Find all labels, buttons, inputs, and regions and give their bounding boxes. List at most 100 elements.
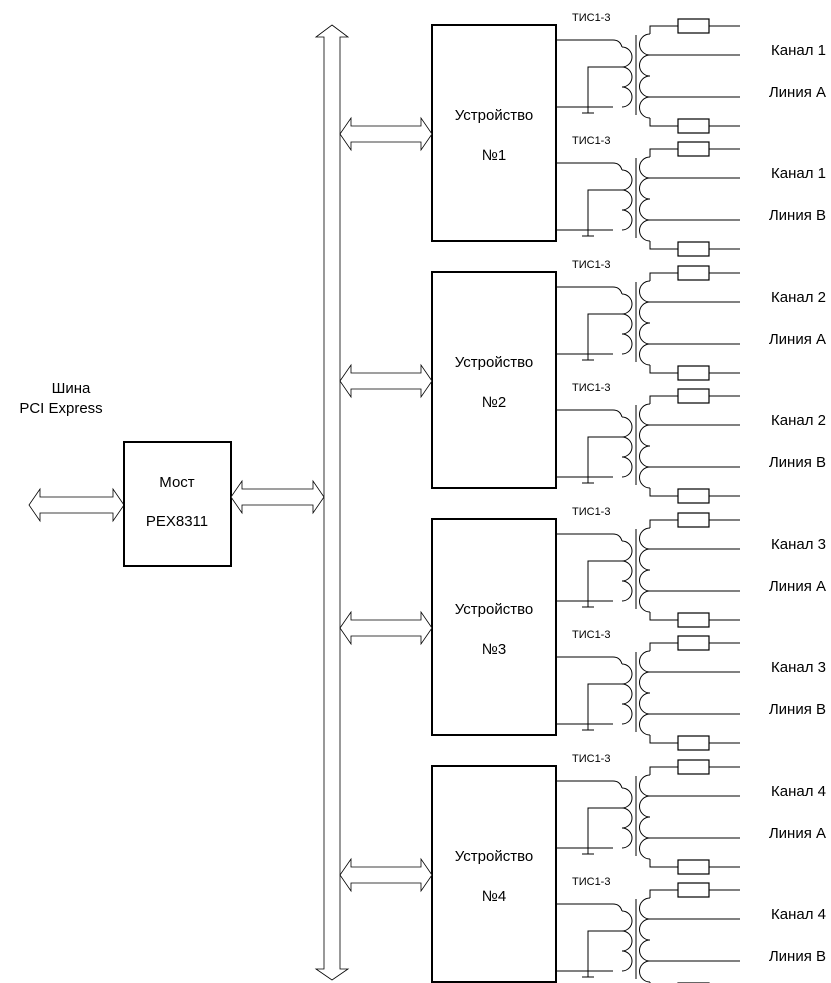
- device-1-transformer-2-type: ТИС1-3: [572, 135, 610, 147]
- device-2-transformer-2-resistor-top: [677, 388, 710, 404]
- device-3-transformer-1-resistor-bottom: [677, 612, 710, 628]
- device-2-transformer-1-wire-bend-top: [612, 286, 623, 295]
- device-1-transformer-2-secondary-coil: [639, 156, 651, 242]
- internal-bus: [314, 24, 350, 981]
- device-2-transformer-1-wire-res-bottom: [649, 365, 678, 374]
- device-4-block: [431, 765, 557, 983]
- device-2-transformer-2-center-tap: [587, 436, 622, 483]
- device-2-transformer-2-wire-res-bottom: [649, 488, 678, 497]
- device-1-transformer-2-primary-coil: [621, 169, 633, 231]
- device-1-transformer-1-primary-coil: [621, 46, 633, 108]
- device-1-transformer-1-type: ТИС1-3: [572, 12, 610, 24]
- device-1-bus-arrow: [339, 116, 433, 152]
- device-3-block: [431, 518, 557, 736]
- device-3-transformer-2-resistor-top: [677, 635, 710, 651]
- device-4-transformer-1-wire-res-top: [649, 766, 678, 775]
- device-4-transformer-2-wire-res-top: [649, 889, 678, 898]
- device-4-transformer-2-wire-bend-top: [612, 903, 623, 912]
- device-4-transformer-1-resistor-top: [677, 759, 710, 775]
- device-4-number: №4: [482, 888, 506, 905]
- device-3-transformer-1-resistor-top: [677, 512, 710, 528]
- device-3-transformer-2-wire-res-top: [649, 642, 678, 651]
- bus-label-line1: Шина: [52, 380, 91, 397]
- device-4-transformer-2-line-label: Линия В: [769, 948, 826, 965]
- device-1-transformer-2-wire-res-bottom: [649, 241, 678, 250]
- device-3-bus-arrow: [339, 610, 433, 646]
- device-1-transformer-1-channel-label: Канал 1: [771, 42, 826, 59]
- device-2-number: №2: [482, 394, 506, 411]
- device-2-transformer-1-center-tap: [587, 313, 622, 360]
- device-1-transformer-2-line-label: Линия В: [769, 207, 826, 224]
- device-1-transformer-1-secondary-coil: [639, 33, 651, 119]
- device-1-transformer-1-center-tap: [587, 66, 622, 113]
- device-2-transformer-2-channel-label: Канал 2: [771, 412, 826, 429]
- device-4-transformer-1-line-label: Линия А: [769, 825, 826, 842]
- device-2-bus-arrow: [339, 363, 433, 399]
- device-1-transformer-1-resistor-bottom: [677, 118, 710, 134]
- device-2-transformer-2-resistor-bottom: [677, 488, 710, 504]
- device-2-transformer-1-wire-res-top: [649, 272, 678, 281]
- device-4-transformer-2-resistor-top: [677, 882, 710, 898]
- bus-label-line2: PCI Express: [19, 400, 102, 417]
- device-3-transformer-2-type: ТИС1-3: [572, 629, 610, 641]
- device-2-transformer-1-resistor-top: [677, 265, 710, 281]
- device-1-transformer-2-resistor-top: [677, 141, 710, 157]
- device-4-transformer-1-type: ТИС1-3: [572, 753, 610, 765]
- device-3-transformer-2-wire-bend-top: [612, 656, 623, 665]
- device-3-transformer-2-line-label: Линия В: [769, 701, 826, 718]
- device-2-transformer-1-type: ТИС1-3: [572, 259, 610, 271]
- device-1-transformer-2-wire-res-top: [649, 148, 678, 157]
- device-2-transformer-2-line-label: Линия В: [769, 454, 826, 471]
- device-3-transformer-2-center-tap: [587, 683, 622, 730]
- device-1-transformer-2-resistor-bottom: [677, 241, 710, 257]
- device-2-transformer-1-line-label: Линия А: [769, 331, 826, 348]
- device-4-bus-arrow: [339, 857, 433, 893]
- device-4-transformer-1-wire-bend-top: [612, 780, 623, 789]
- device-4-transformer-2-type: ТИС1-3: [572, 876, 610, 888]
- device-2-transformer-2-primary-coil: [621, 416, 633, 478]
- device-1-transformer-2-channel-label: Канал 1: [771, 165, 826, 182]
- device-4-transformer-2-primary-coil: [621, 910, 633, 972]
- device-4-transformer-1-channel-label: Канал 4: [771, 783, 826, 800]
- device-4-transformer-1-wire-res-bottom: [649, 859, 678, 868]
- device-1-number: №1: [482, 147, 506, 164]
- device-2-transformer-2-wire-bend-top: [612, 409, 623, 418]
- device-2-transformer-1-resistor-bottom: [677, 365, 710, 381]
- bridge-bus-arrow: [230, 479, 325, 515]
- device-3-name: Устройство: [455, 601, 533, 618]
- bridge-title: Мост: [159, 474, 195, 491]
- bridge-chip: PEX8311: [146, 513, 208, 530]
- device-1-transformer-1-line-label: Линия А: [769, 84, 826, 101]
- device-3-transformer-1-type: ТИС1-3: [572, 506, 610, 518]
- pci-express-bus-arrow: [28, 487, 125, 523]
- bridge-block: [123, 441, 232, 567]
- device-2-transformer-2-type: ТИС1-3: [572, 382, 610, 394]
- device-3-transformer-2-channel-label: Канал 3: [771, 659, 826, 676]
- device-3-transformer-1-line-label: Линия А: [769, 578, 826, 595]
- device-1-transformer-2-wire-bend-top: [612, 162, 623, 171]
- device-2-name: Устройство: [455, 354, 533, 371]
- device-4-transformer-2-secondary-coil: [639, 897, 651, 983]
- device-4-transformer-2-center-tap: [587, 930, 622, 977]
- device-3-number: №3: [482, 641, 506, 658]
- device-3-transformer-2-wire-res-bottom: [649, 735, 678, 744]
- device-4-name: Устройство: [455, 848, 533, 865]
- device-3-transformer-1-primary-coil: [621, 540, 633, 602]
- device-3-transformer-1-wire-res-top: [649, 519, 678, 528]
- device-2-transformer-2-wire-res-top: [649, 395, 678, 404]
- device-3-transformer-1-wire-res-bottom: [649, 612, 678, 621]
- device-4-transformer-1-center-tap: [587, 807, 622, 854]
- device-1-block: [431, 24, 557, 242]
- device-3-transformer-1-wire-bend-top: [612, 533, 623, 542]
- device-1-transformer-2-center-tap: [587, 189, 622, 236]
- device-4-transformer-1-primary-coil: [621, 787, 633, 849]
- device-1-transformer-1-wire-bend-top: [612, 39, 623, 48]
- device-1-transformer-1-wire-res-bottom: [649, 118, 678, 127]
- device-4-transformer-1-resistor-bottom: [677, 859, 710, 875]
- device-1-transformer-1-resistor-top: [677, 18, 710, 34]
- device-3-transformer-1-center-tap: [587, 560, 622, 607]
- device-1-transformer-1-wire-res-top: [649, 25, 678, 34]
- device-3-transformer-2-primary-coil: [621, 663, 633, 725]
- device-1-name: Устройство: [455, 107, 533, 124]
